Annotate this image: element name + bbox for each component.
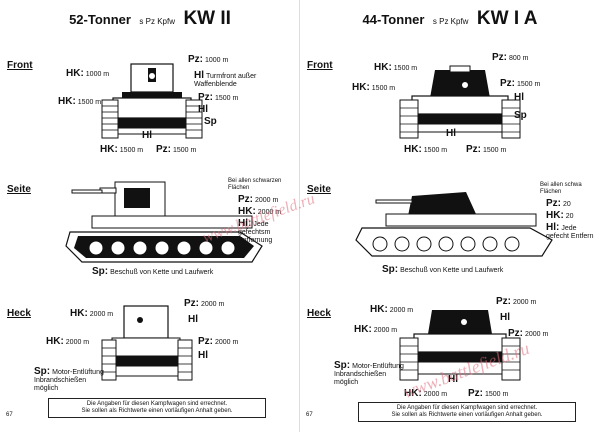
rear-view-drawing bbox=[399, 310, 521, 381]
front-label: Pz:1000 m bbox=[188, 54, 229, 65]
side-sp-label: Sp:Beschuß von Kette und Laufwerk bbox=[382, 264, 504, 275]
rear-label: Sp:Motor-Entlüftung Inbrandschießen mögl… bbox=[334, 360, 404, 387]
rear-label: HK:2000 m bbox=[370, 304, 414, 315]
rear-label: Hl bbox=[188, 314, 198, 325]
footnote-box: Die Angaben für diesen Kampfwagen sind e… bbox=[358, 402, 576, 422]
kw2-drawings bbox=[65, 63, 263, 381]
front-view-drawing bbox=[399, 65, 521, 139]
page-kw2: 52-Tonner s Pz Kpfw KW II bbox=[0, 8, 300, 418]
section-rear: Heck bbox=[307, 308, 331, 319]
front-view-drawing bbox=[101, 63, 203, 139]
rear-label: Hl bbox=[500, 312, 510, 323]
footnote-line: Die Angaben für diesen Kampfwagen sind e… bbox=[86, 401, 228, 407]
front-label: Pz:800 m bbox=[492, 52, 529, 63]
page-number: 67 bbox=[6, 412, 13, 418]
side-label: HK:20 bbox=[546, 210, 574, 221]
front-label: HK:1500 m bbox=[58, 96, 102, 107]
rear-label: Pz:2000 m bbox=[198, 336, 239, 347]
front-label: Sp bbox=[514, 110, 527, 121]
rear-label: HK:2000 m bbox=[70, 308, 114, 319]
title-weight: 44-Tonner bbox=[362, 12, 425, 27]
rear-label: Pz:2000 m bbox=[508, 328, 549, 339]
side-label: Hl:Jede gefechtsm Entfernung bbox=[238, 218, 273, 245]
front-label: HK:1500 m bbox=[352, 82, 396, 93]
page-kw1a: 44-Tonner s Pz Kpfw KW I A bbox=[300, 0, 600, 432]
front-label: HK:1000 m bbox=[66, 68, 110, 79]
kw1a-drawings bbox=[355, 65, 553, 381]
front-label: Sp bbox=[204, 116, 217, 127]
rear-label: HK:2000 m bbox=[46, 336, 90, 347]
rear-label: Pz:2000 m bbox=[496, 296, 537, 307]
rear-label: Pz:1500 m bbox=[468, 388, 509, 399]
page-title: 52-Tonner s Pz Kpfw KW II bbox=[0, 8, 300, 30]
page-number: 67 bbox=[306, 412, 313, 418]
side-view-drawing bbox=[355, 192, 553, 257]
front-label: HK:1500 m bbox=[404, 144, 448, 155]
rear-view-drawing bbox=[101, 305, 193, 381]
front-label: Pz:1500 m bbox=[500, 78, 541, 89]
front-label: Hl bbox=[198, 104, 208, 115]
rear-label: Hl bbox=[448, 374, 458, 385]
rear-label: Hl bbox=[198, 350, 208, 361]
front-label: Hl bbox=[514, 92, 524, 103]
footnote-line: Sie sollen als Richtwerte einen vorläufi… bbox=[391, 412, 543, 418]
title-model: KW I A bbox=[476, 8, 538, 29]
side-note: Bei allen schwarzen Flächen bbox=[228, 178, 282, 191]
side-label: Pz:20 bbox=[546, 198, 571, 209]
front-label: Pz:1500 m bbox=[466, 144, 507, 155]
front-label: HK:1500 m bbox=[374, 62, 418, 73]
footnote-box: Die Angaben für diesen Kampfwagen sind e… bbox=[48, 398, 266, 418]
front-label: Hl bbox=[142, 130, 152, 141]
page-gutter bbox=[299, 0, 300, 432]
front-label: Pz:1500 m bbox=[156, 144, 197, 155]
section-side: Seite bbox=[307, 184, 331, 195]
section-side: Seite bbox=[7, 184, 31, 195]
side-label: Hl:Jede gefecht Entfern bbox=[546, 222, 594, 241]
section-rear: Heck bbox=[7, 308, 31, 319]
title-weight: 52-Tonner bbox=[69, 12, 131, 27]
side-label: Pz:2000 m bbox=[238, 194, 279, 205]
footnote-line: Die Angaben für diesen Kampfwagen sind e… bbox=[396, 405, 538, 411]
rear-label: HK:2000 m bbox=[404, 388, 448, 399]
front-label: HK:1500 m bbox=[100, 144, 144, 155]
side-note: Bei allen schwa Flächen bbox=[540, 182, 582, 195]
rear-label: Pz:2000 m bbox=[184, 298, 225, 309]
section-front: Front bbox=[307, 60, 333, 71]
page-title: 44-Tonner s Pz Kpfw KW I A bbox=[300, 8, 600, 30]
title-type: s Pz Kpfw bbox=[432, 17, 469, 26]
front-label: Pz:1500 m bbox=[198, 92, 239, 103]
side-sp-label: Sp:Beschuß von Kette und Laufwerk bbox=[92, 266, 214, 277]
rear-label: Sp:Motor-Entlüftung Inbrandschießen mögl… bbox=[34, 366, 104, 393]
rear-label: HK:2000 m bbox=[354, 324, 398, 335]
side-view-drawing bbox=[65, 181, 263, 263]
title-type: s Pz Kpfw bbox=[139, 17, 175, 26]
side-label: HK:2000 m bbox=[238, 206, 282, 217]
front-label: Hl bbox=[446, 128, 456, 139]
title-model: KW II bbox=[183, 8, 231, 29]
section-front: Front bbox=[7, 60, 33, 71]
footnote-line: Sie sollen als Richtwerte einen vorläufi… bbox=[81, 408, 233, 414]
